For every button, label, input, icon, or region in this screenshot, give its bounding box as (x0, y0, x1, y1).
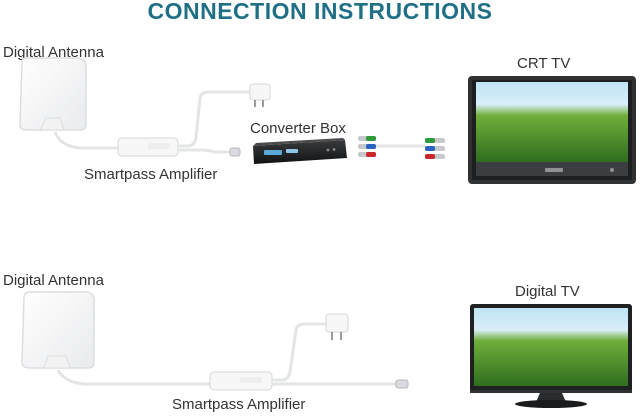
antenna-2 (21, 291, 95, 369)
crt-tv (468, 76, 636, 184)
antenna-label-1: Digital Antenna (3, 44, 104, 61)
crt-tv-label: CRT TV (517, 55, 571, 72)
power-adapter-1 (249, 83, 271, 107)
rca-plugs-right (425, 138, 445, 159)
antenna-1 (19, 57, 87, 131)
power-adapter-2 (325, 313, 349, 340)
amplifier-1 (117, 137, 179, 157)
amplifier-label-1: Smartpass Amplifier (84, 166, 218, 183)
cable-antenna-amplifier-2 (56, 369, 212, 386)
cable-amplifier-power-2 (272, 322, 326, 382)
amplifier-2 (209, 371, 273, 391)
digital-tv (470, 304, 632, 408)
digital-tv-label: Digital TV (515, 283, 580, 300)
cable-antenna-amplifier-1 (53, 131, 120, 150)
antenna-label-2: Digital Antenna (3, 272, 104, 289)
coax-connector-1 (229, 147, 241, 157)
page-title: CONNECTION INSTRUCTIONS (147, 0, 493, 24)
coax-connector-2 (395, 379, 409, 389)
rca-plugs-left (358, 136, 376, 157)
cable-amplifier-power-1 (178, 90, 258, 148)
amplifier-label-2: Smartpass Amplifier (172, 396, 306, 413)
converter-box (253, 138, 347, 164)
component-cable (358, 136, 445, 159)
cable-amplifier-output-1 (178, 148, 232, 154)
converter-box-label: Converter Box (250, 120, 346, 137)
